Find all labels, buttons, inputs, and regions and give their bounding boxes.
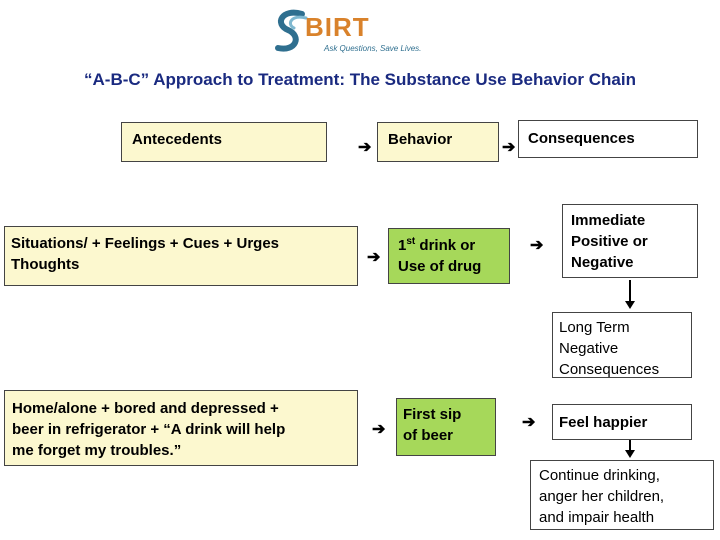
consequences-header-label: Consequences bbox=[528, 130, 635, 147]
first-sip-line-2: of beer bbox=[403, 427, 454, 444]
down-arrow-shaft-2 bbox=[629, 440, 631, 452]
long-term-box: Long Term Negative Consequences bbox=[552, 312, 692, 378]
first-sip-box: First sip of beer bbox=[396, 398, 496, 456]
down-arrow-head-1 bbox=[625, 301, 635, 309]
immediate-line-3: Negative bbox=[571, 254, 634, 271]
feel-happier-label: Feel happier bbox=[559, 414, 648, 431]
arrow-to-consequences-header: ➔ bbox=[502, 139, 516, 156]
immediate-line-1: Immediate bbox=[571, 212, 646, 229]
behavior-header: Behavior bbox=[377, 122, 499, 162]
logo-wordmark: BIRT bbox=[305, 12, 370, 42]
antecedents-header-label: Antecedents bbox=[132, 131, 223, 148]
long-term-line-2: Negative bbox=[559, 340, 619, 357]
behavior-header-label: Behavior bbox=[388, 131, 453, 148]
situations-line-2: Thoughts bbox=[11, 256, 80, 273]
situations-line-1: Situations/ + Feelings + Cues + Urges bbox=[11, 235, 280, 252]
down-arrow-shaft-1 bbox=[629, 280, 631, 302]
birt-logo: BIRT Ask Questions, Save Lives. bbox=[272, 6, 422, 56]
arrow-to-behavior-header: ➔ bbox=[358, 139, 372, 156]
first-drink-line-1: 1st drink or bbox=[398, 235, 509, 256]
down-arrow-head-2 bbox=[625, 450, 635, 458]
outcome-line-1: Continue drinking, bbox=[539, 467, 660, 484]
ordinal-number: 1 bbox=[398, 237, 407, 254]
home-alone-line-2: beer in refrigerator + “A drink will hel… bbox=[12, 421, 286, 438]
first-drink-box: 1st drink or Use of drug bbox=[388, 228, 510, 284]
long-term-line-3: Consequences bbox=[559, 361, 660, 378]
home-alone-box: Home/alone + bored and depressed + beer … bbox=[4, 390, 358, 466]
first-drink-line-2: Use of drug bbox=[398, 258, 482, 275]
immediate-consequence-box: Immediate Positive or Negative bbox=[562, 204, 698, 278]
outcome-box: Continue drinking, anger her children, a… bbox=[530, 460, 714, 530]
ordinal-suffix: st bbox=[406, 236, 416, 247]
swirl-logo-icon bbox=[275, 9, 308, 52]
outcome-line-2: anger her children, bbox=[539, 488, 665, 505]
long-term-line-1: Long Term bbox=[559, 319, 630, 336]
outcome-line-3: and impair health bbox=[539, 509, 655, 526]
antecedents-header: Antecedents bbox=[121, 122, 327, 162]
arrow-to-feel-happier: ➔ bbox=[522, 414, 536, 431]
home-alone-line-3: me forget my troubles.” bbox=[12, 442, 182, 459]
first-sip-line-1: First sip bbox=[403, 406, 462, 423]
immediate-line-2: Positive or bbox=[571, 233, 648, 250]
situations-box: Situations/ + Feelings + Cues + Urges Th… bbox=[4, 226, 358, 286]
feel-happier-box: Feel happier bbox=[552, 404, 692, 440]
arrow-to-first-sip: ➔ bbox=[372, 421, 386, 438]
first-drink-text: drink or bbox=[415, 237, 476, 254]
arrow-to-immediate: ➔ bbox=[530, 237, 544, 254]
consequences-header: Consequences bbox=[518, 120, 698, 158]
logo-tagline: Ask Questions, Save Lives. bbox=[324, 44, 422, 53]
home-alone-line-1: Home/alone + bored and depressed + bbox=[12, 400, 279, 417]
arrow-to-first-drink: ➔ bbox=[367, 249, 381, 266]
page-title: “A-B-C” Approach to Treatment: The Subst… bbox=[84, 70, 636, 89]
